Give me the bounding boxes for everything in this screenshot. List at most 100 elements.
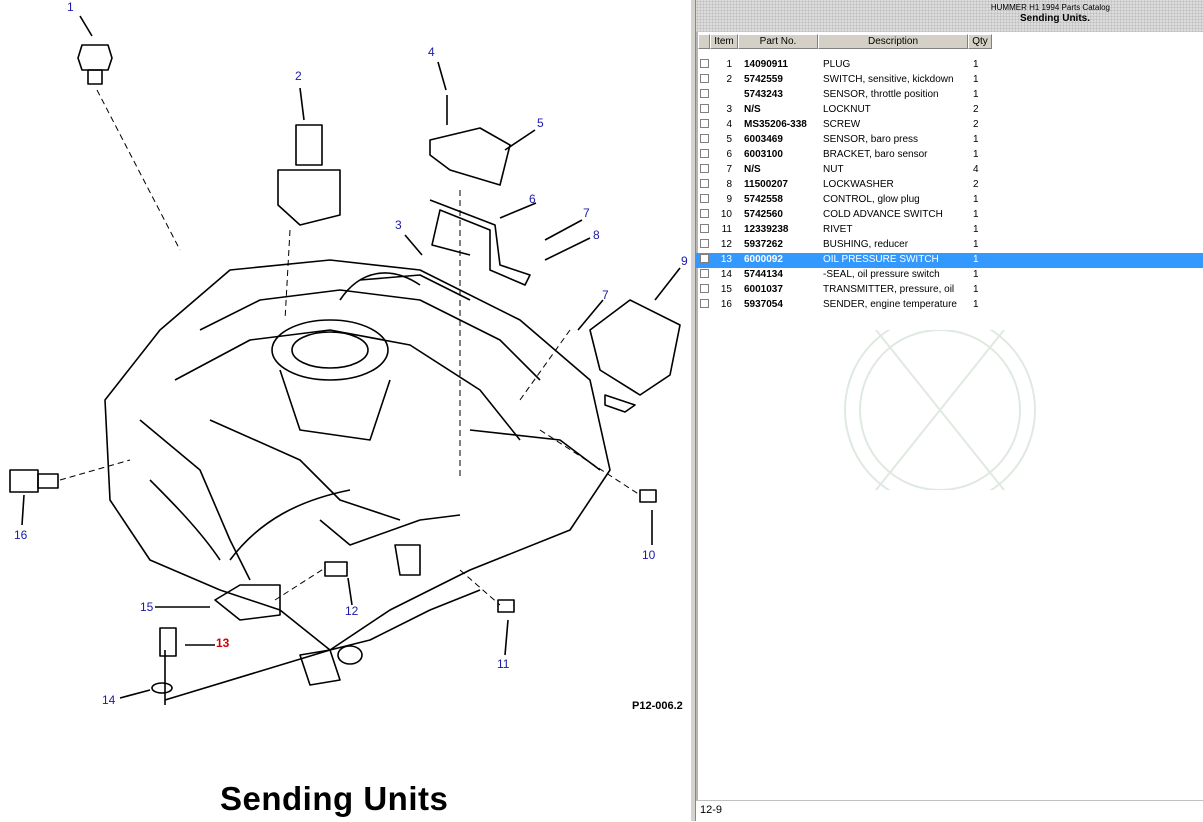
row-description: TRANSMITTER, pressure, oil (823, 284, 955, 295)
row-description: BUSHING, reducer (823, 239, 909, 250)
callout-5[interactable]: 5 (537, 116, 544, 130)
row-part-no: 6003100 (744, 149, 783, 160)
row-checkbox[interactable] (700, 269, 709, 278)
row-qty: 1 (973, 224, 979, 235)
callout-6[interactable]: 6 (529, 192, 536, 206)
row-part-no: 5937054 (744, 299, 783, 310)
row-item: 12 (720, 239, 732, 250)
row-item: 4 (726, 119, 732, 130)
row-part-no: N/S (744, 164, 761, 175)
row-item: 2 (726, 74, 732, 85)
row-qty: 1 (973, 254, 979, 265)
row-item: 14 (720, 269, 732, 280)
pane-splitter[interactable] (690, 0, 696, 821)
row-qty: 1 (973, 299, 979, 310)
row-checkbox[interactable] (700, 299, 709, 308)
row-checkbox[interactable] (700, 59, 709, 68)
row-checkbox[interactable] (700, 224, 709, 233)
row-item: 1 (726, 59, 732, 70)
row-description: SENDER, engine temperature (823, 299, 957, 310)
callout-15[interactable]: 15 (140, 600, 154, 614)
row-checkbox[interactable] (700, 134, 709, 143)
row-part-no: N/S (744, 104, 761, 115)
callout-10[interactable]: 10 (642, 548, 656, 562)
callout-12[interactable]: 12 (345, 604, 359, 618)
row-description: SCREW (823, 119, 861, 130)
callout-1[interactable]: 1 (67, 0, 74, 14)
engine-illustration (9, 15, 681, 705)
row-part-no: 12339238 (744, 224, 789, 235)
row-checkbox[interactable] (700, 284, 709, 293)
callout-13[interactable]: 13 (216, 636, 230, 650)
row-part-no: 5743243 (744, 89, 783, 100)
callout-3[interactable]: 3 (395, 218, 402, 232)
row-description: SWITCH, sensitive, kickdown (823, 74, 954, 85)
row-part-no: 14090911 (744, 59, 788, 70)
row-description: LOCKNUT (823, 104, 871, 115)
row-checkbox[interactable] (700, 119, 709, 128)
row-part-no: 5742558 (744, 194, 783, 205)
callout-7a[interactable]: 7 (583, 206, 590, 220)
row-qty: 1 (973, 134, 979, 145)
callout-9[interactable]: 9 (681, 254, 688, 268)
callout-7b[interactable]: 7 (602, 288, 609, 302)
row-checkbox[interactable] (700, 254, 709, 263)
callout-4[interactable]: 4 (428, 45, 435, 59)
row-qty: 2 (973, 104, 979, 115)
row-checkbox[interactable] (700, 149, 709, 158)
callout-16[interactable]: 16 (14, 528, 28, 542)
row-description: RIVET (823, 224, 853, 235)
callout-14[interactable]: 14 (102, 693, 116, 707)
row-part-no: 6000092 (744, 254, 783, 265)
row-qty: 1 (973, 194, 979, 205)
row-checkbox[interactable] (700, 209, 709, 218)
row-checkbox[interactable] (700, 194, 709, 203)
table-row[interactable]: 11 12339238 RIVET 1 (696, 223, 1203, 238)
row-part-no: 5742560 (744, 209, 783, 220)
header-qty[interactable]: Qty (968, 34, 992, 49)
row-checkbox[interactable] (700, 89, 709, 98)
callout-8[interactable]: 8 (593, 228, 600, 242)
row-checkbox[interactable] (700, 164, 709, 173)
row-description: BRACKET, baro sensor (823, 149, 928, 160)
row-checkbox[interactable] (700, 179, 709, 188)
section-title: Sending Units. (1020, 13, 1090, 24)
table-row[interactable]: 3 N/S LOCKNUT 2 (696, 103, 1203, 118)
header-item[interactable]: Item (710, 34, 738, 49)
row-item: 3 (726, 104, 732, 115)
callout-11[interactable]: 11 (497, 657, 510, 671)
row-item: 9 (726, 194, 732, 205)
left-border (696, 32, 698, 802)
row-item: 11 (721, 224, 732, 235)
row-checkbox[interactable] (700, 104, 709, 113)
row-part-no: 5744134 (744, 269, 783, 280)
row-item: 13 (720, 254, 732, 265)
header-description[interactable]: Description (818, 34, 968, 49)
row-description: PLUG (823, 59, 851, 70)
callout-2[interactable]: 2 (295, 69, 302, 83)
row-checkbox[interactable] (700, 239, 709, 248)
row-qty: 2 (973, 119, 979, 130)
row-description: -SEAL, oil pressure switch (823, 269, 940, 280)
row-description: SENSOR, baro press (823, 134, 919, 145)
header-part-no[interactable]: Part No. (738, 34, 818, 49)
parts-list-pane: HUMMER H1 1994 Parts Catalog Sending Uni… (696, 0, 1203, 822)
page-status-bar: 12-9 (696, 800, 1203, 822)
row-checkbox[interactable] (700, 74, 709, 83)
row-description: SENSOR, throttle position (823, 89, 939, 100)
